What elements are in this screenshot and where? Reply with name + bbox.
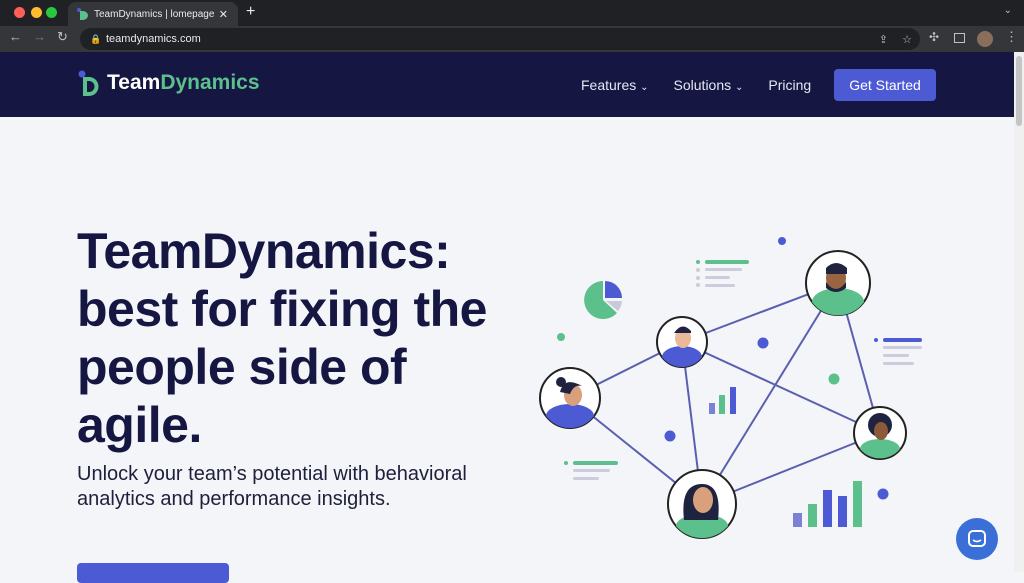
- logo-icon: [78, 70, 99, 96]
- maximize-window-button[interactable]: [46, 7, 57, 18]
- avatar-bottom: [667, 469, 737, 539]
- pie-chart-icon: [584, 281, 622, 319]
- url-text: teamdynamics.com: [106, 33, 201, 45]
- back-icon[interactable]: ←: [9, 29, 22, 44]
- chevron-down-icon: ⌄: [735, 82, 744, 93]
- decorative-dots: [557, 237, 889, 500]
- logo-text-dynamics: Dynamics: [160, 71, 260, 94]
- scrollbar[interactable]: [1014, 52, 1024, 572]
- network-edges: [569, 282, 881, 505]
- chevron-down-icon: ⌄: [640, 82, 649, 93]
- chat-icon: [968, 530, 986, 547]
- chat-widget-button[interactable]: [956, 518, 998, 560]
- nav-pricing[interactable]: Pricing: [768, 77, 812, 93]
- large-bar-chart-icon: [793, 481, 862, 527]
- share-icon[interactable]: ⇪: [878, 33, 888, 46]
- new-tab-icon[interactable]: +: [246, 3, 256, 20]
- sidepanel-icon[interactable]: [954, 33, 965, 43]
- browser-toolbar: ← → ↻ 🔒 teamdynamics.com ⇪ ☆ ✣ ⋮: [0, 26, 1024, 52]
- minimize-window-button[interactable]: [31, 7, 42, 18]
- forward-icon[interactable]: →: [33, 29, 46, 44]
- favicon-icon: [77, 8, 88, 20]
- nav-features-label: Features: [581, 77, 637, 93]
- reload-icon[interactable]: ↻: [57, 29, 68, 44]
- small-bar-chart-icon: [709, 387, 736, 414]
- logo-text-team: Team: [107, 71, 161, 94]
- extensions-icon[interactable]: ✣: [929, 30, 940, 44]
- browser-tab-bar: TeamDynamics | lomepage ✕ + ⌄: [0, 0, 1024, 26]
- nav-solutions-label: Solutions: [673, 77, 732, 93]
- nav-solutions[interactable]: Solutions ⌄: [674, 77, 744, 93]
- close-window-button[interactable]: [14, 7, 25, 18]
- hero-cta-button[interactable]: [77, 563, 229, 583]
- close-tab-icon[interactable]: ✕: [218, 8, 228, 21]
- profile-avatar[interactable]: [977, 31, 993, 47]
- avatar-right: [853, 406, 907, 460]
- avatar-top-right: [805, 250, 871, 316]
- nav-features[interactable]: Features ⌄: [581, 77, 649, 93]
- hero-subtitle: Unlock your team’s potential with behavi…: [77, 463, 467, 510]
- get-started-button[interactable]: Get Started: [834, 69, 936, 101]
- tab-title: TeamDynamics | lomepage: [94, 8, 215, 20]
- bookmark-star-icon[interactable]: ☆: [902, 33, 912, 46]
- browser-menu-icon[interactable]: ⋮: [1005, 29, 1018, 44]
- address-bar[interactable]: 🔒 teamdynamics.com ⇪ ☆: [80, 28, 920, 50]
- browser-tab[interactable]: TeamDynamics | lomepage ✕: [68, 2, 238, 26]
- lock-icon: 🔒: [90, 33, 102, 44]
- list-icons: [564, 260, 922, 480]
- avatar-left: [539, 367, 601, 429]
- scrollbar-thumb[interactable]: [1016, 56, 1022, 126]
- hero-title: TeamDynamics: best for fixing the people…: [77, 223, 487, 453]
- team-network-illustration: [539, 237, 922, 539]
- tab-menu-chevron-icon[interactable]: ⌄: [1003, 5, 1012, 16]
- avatar-middle: [656, 316, 708, 368]
